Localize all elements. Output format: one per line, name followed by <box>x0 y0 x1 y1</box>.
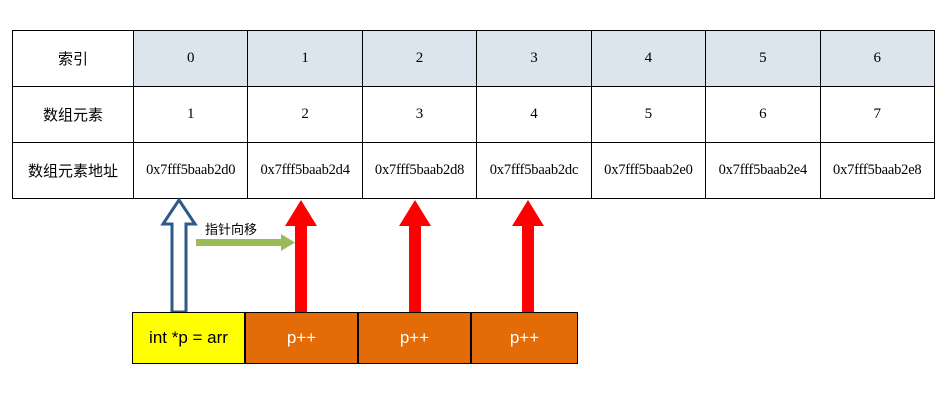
address-cell-1: 0x7fff5baab2d4 <box>247 142 363 199</box>
index-cell-1: 1 <box>247 30 363 87</box>
element-cell-1: 2 <box>247 86 363 143</box>
table-row-index: 索引 0 1 2 3 4 5 6 <box>12 30 936 87</box>
element-cell-2: 3 <box>361 86 478 143</box>
op-box-init-label: int *p = arr <box>149 328 228 347</box>
hollow-up-arrow-icon <box>160 197 198 314</box>
address-cell-3: 0x7fff5baab2dc <box>476 142 592 199</box>
index-cell-0: 0 <box>132 30 249 87</box>
op-box-increment-3: p++ <box>471 312 578 364</box>
op-box-increment-2-label: p++ <box>399 328 430 347</box>
address-cell-0: 0x7fff5baab2d0 <box>132 142 249 199</box>
address-cell-5: 0x7fff5baab2e4 <box>705 142 821 199</box>
element-cell-3: 4 <box>476 86 592 143</box>
op-box-init: int *p = arr <box>132 312 245 364</box>
index-cell-3: 3 <box>476 30 592 87</box>
element-cell-5: 6 <box>705 86 821 143</box>
address-cell-2: 0x7fff5baab2d8 <box>361 142 478 199</box>
index-cell-5: 5 <box>705 30 821 87</box>
table-row-element: 数组元素 1 2 3 4 5 6 7 <box>12 86 936 143</box>
element-cell-4: 5 <box>590 86 707 143</box>
row-label-index: 索引 <box>12 30 134 87</box>
element-cell-0: 1 <box>132 86 249 143</box>
address-cell-6: 0x7fff5baab2e8 <box>819 142 936 199</box>
row-label-address: 数组元素地址 <box>12 142 134 199</box>
index-cell-6: 6 <box>819 30 936 87</box>
row-label-element: 数组元素 <box>12 86 134 143</box>
red-up-arrow-icon-1 <box>285 200 317 312</box>
op-box-increment-1-label: p++ <box>286 328 317 347</box>
array-layout-table: 索引 0 1 2 3 4 5 6 数组元素 1 2 3 4 5 6 7 数组元素… <box>12 30 936 199</box>
element-cell-6: 7 <box>819 86 936 143</box>
op-box-increment-3-label: p++ <box>509 328 540 347</box>
pointer-move-label: 指针向移 <box>205 223 258 238</box>
address-cell-4: 0x7fff5baab2e0 <box>590 142 707 199</box>
index-cell-2: 2 <box>361 30 478 87</box>
red-up-arrow-icon-2 <box>399 200 431 312</box>
red-up-arrow-icon-3 <box>512 200 544 312</box>
op-box-increment-1: p++ <box>245 312 358 364</box>
index-cell-4: 4 <box>590 30 707 87</box>
operation-box-row: int *p = arr p++ p++ p++ <box>132 312 578 364</box>
table-row-address: 数组元素地址 0x7fff5baab2d0 0x7fff5baab2d4 0x7… <box>12 142 936 199</box>
op-box-increment-2: p++ <box>358 312 471 364</box>
